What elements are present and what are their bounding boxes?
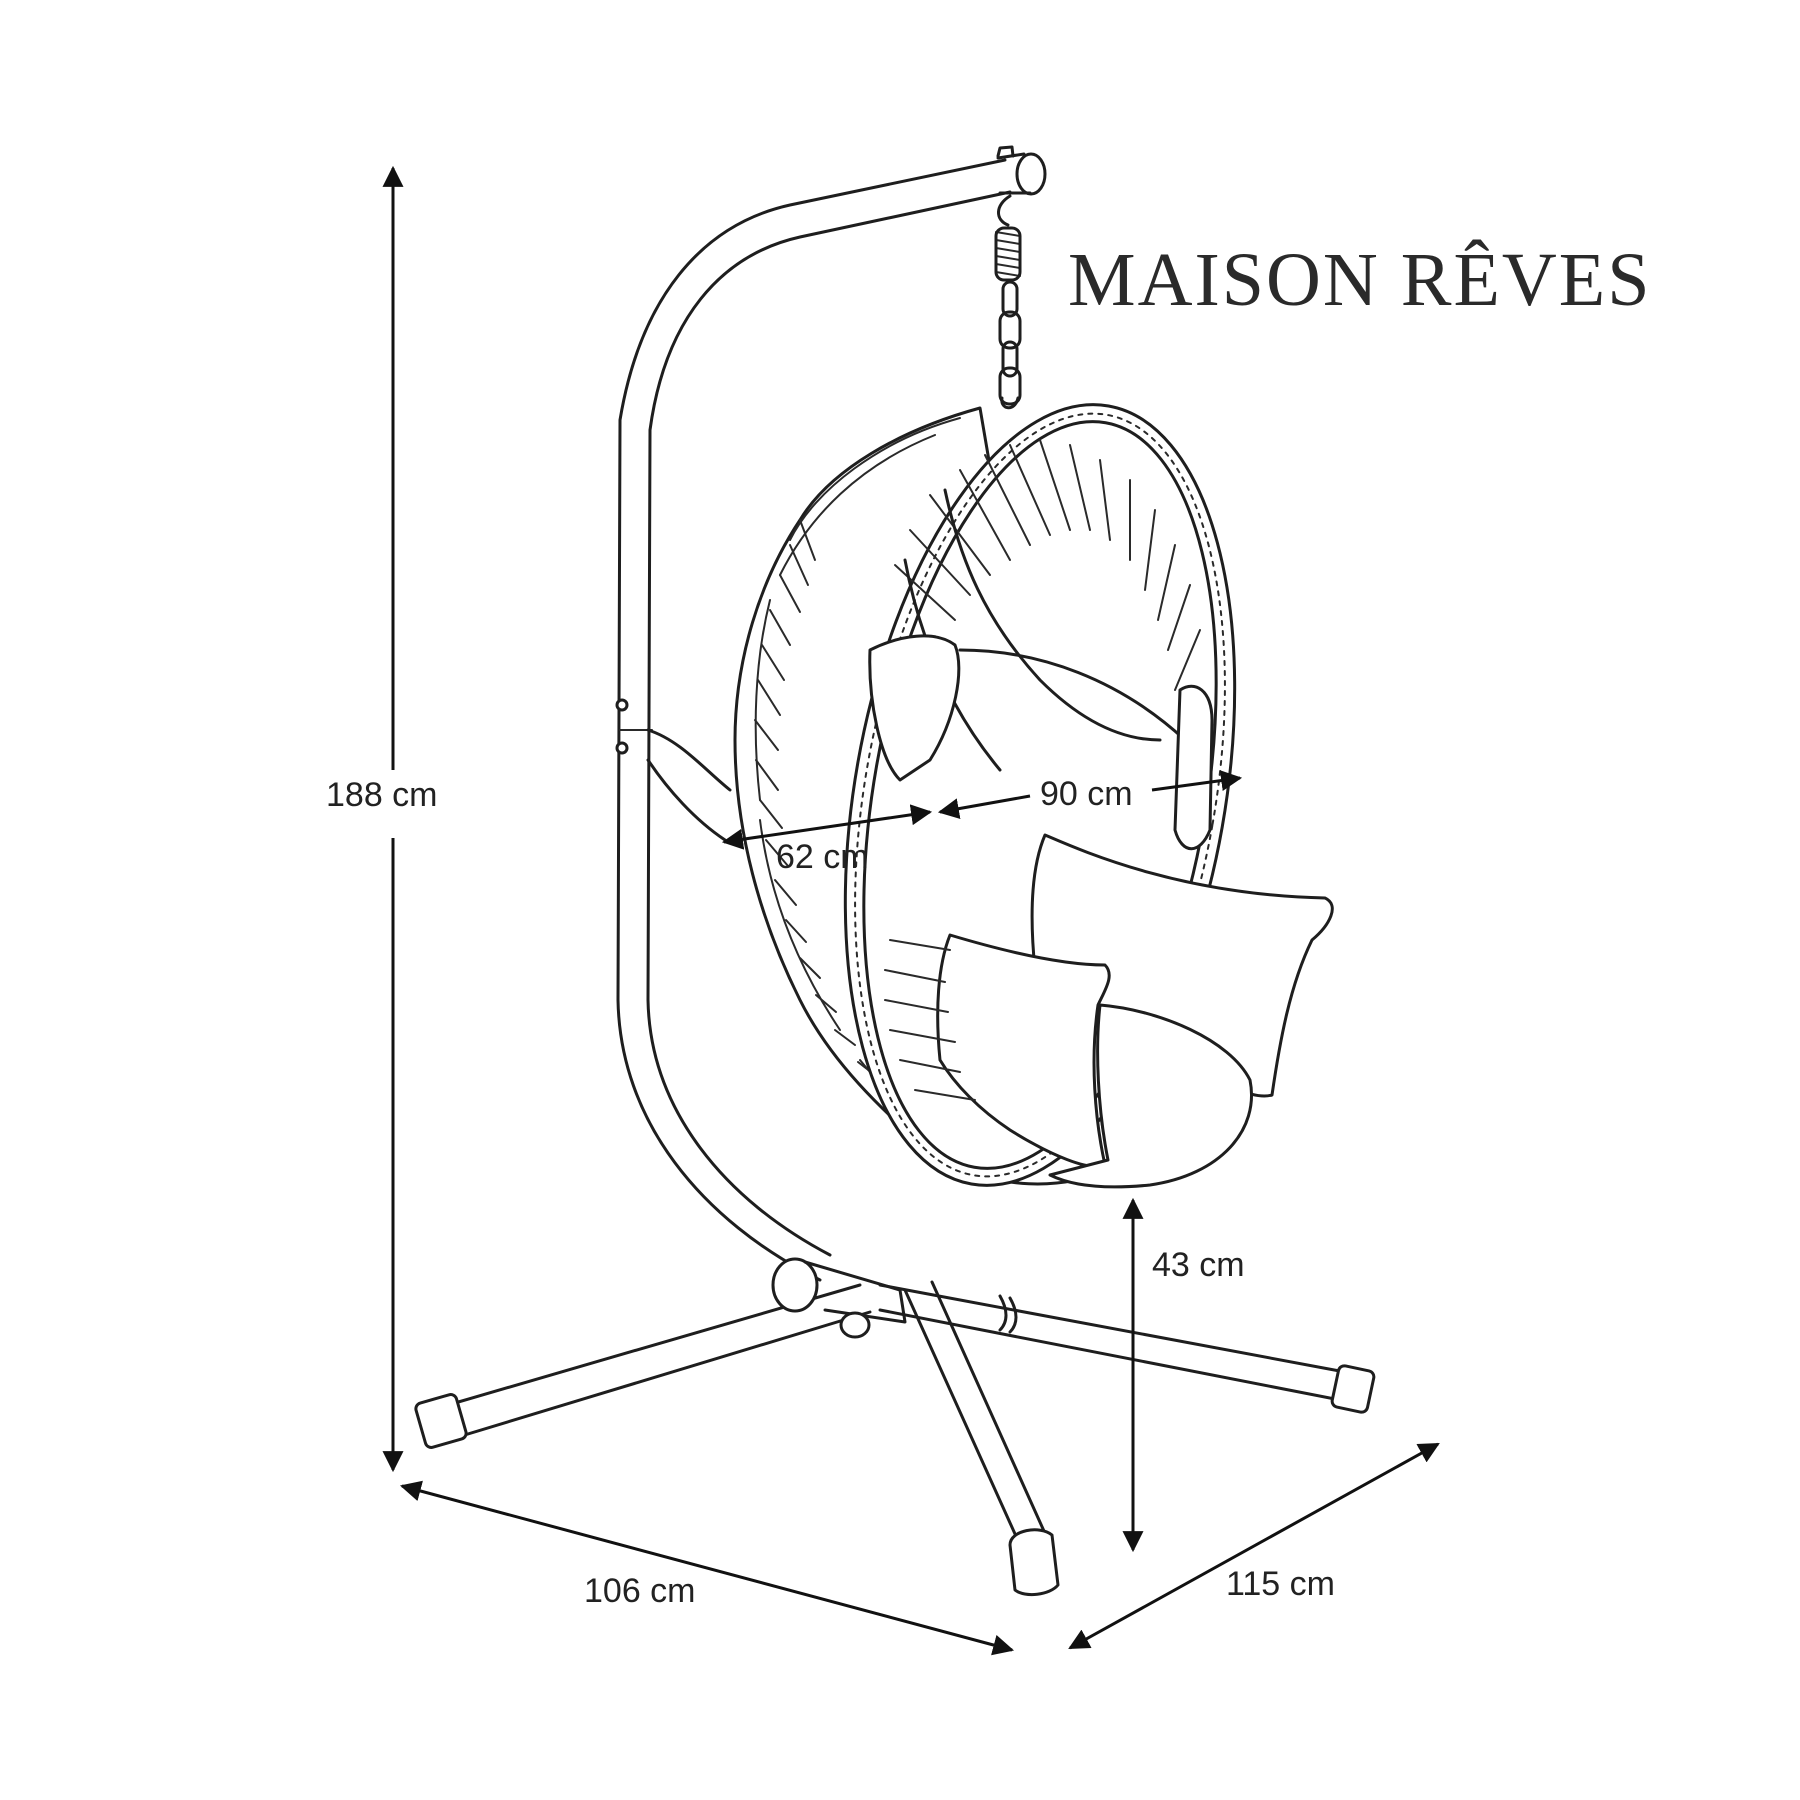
base-depth-label: 115 cm [1226,1565,1335,1603]
total-height-label: 188 cm [326,776,438,814]
egg-width-label: 90 cm [1040,775,1133,813]
egg-width-dimension-line-right [1151,770,1243,792]
base-depth-dimension-line [1068,1442,1440,1650]
brand-logo: MAISON RÊVES [1068,238,1652,322]
egg-depth-dimension-line [721,804,933,850]
hanging-chain [994,194,1022,410]
egg-depth-label: 62 cm [776,838,869,876]
seat-height-label: 43 cm [1152,1246,1245,1284]
stand-frame [414,145,1376,1597]
base-width-dimension-line [399,1480,1015,1656]
base-width-label: 106 cm [584,1572,696,1610]
egg-width-dimension-line-left [937,794,1031,820]
egg-chair [733,403,1334,1189]
